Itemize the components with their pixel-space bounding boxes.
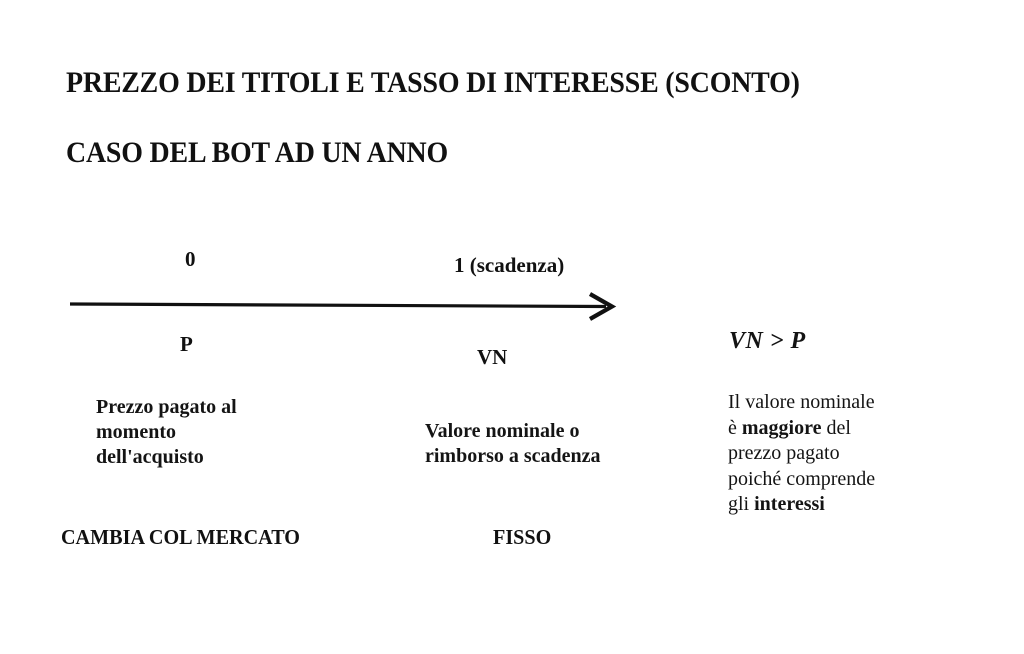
explanation-part-2: del prezzo pagato poiché comprende gli xyxy=(728,416,876,516)
explanation-part-1: Il valore nominale è xyxy=(728,391,875,439)
page-title: PREZZO DEI TITOLI E TASSO DI INTERESSE (… xyxy=(66,66,800,99)
page-subtitle: CASO DEL BOT AD UN ANNO xyxy=(66,136,449,169)
explanation-emphasis-maggiore: maggiore xyxy=(741,416,822,439)
nominal-value-behaviour-note: FISSO xyxy=(493,525,552,549)
timeline-label-nominal-symbol: VN xyxy=(477,345,508,369)
timeline-axis-line xyxy=(69,302,607,309)
price-behaviour-note: CAMBIA COL MERCATO xyxy=(61,525,300,549)
timeline-arrow xyxy=(60,280,630,330)
explanation-emphasis-interessi: interessi xyxy=(754,493,825,515)
timeline-label-end-period: 1 (scadenza) xyxy=(454,253,565,277)
conclusion-explanation-text: Il valore nominale è maggiore del prezzo… xyxy=(728,390,943,518)
timeline-label-start-period: 0 xyxy=(185,247,196,271)
timeline-label-price-symbol: P xyxy=(180,332,193,356)
price-description-text: Prezzo pagato al momento dell'acquisto xyxy=(96,396,237,468)
timeline-arrowhead-icon xyxy=(588,292,617,321)
inequality-formula: VN > P xyxy=(729,328,806,354)
nominal-value-description-text: Valore nominale o rimborso a scadenza xyxy=(425,420,601,467)
